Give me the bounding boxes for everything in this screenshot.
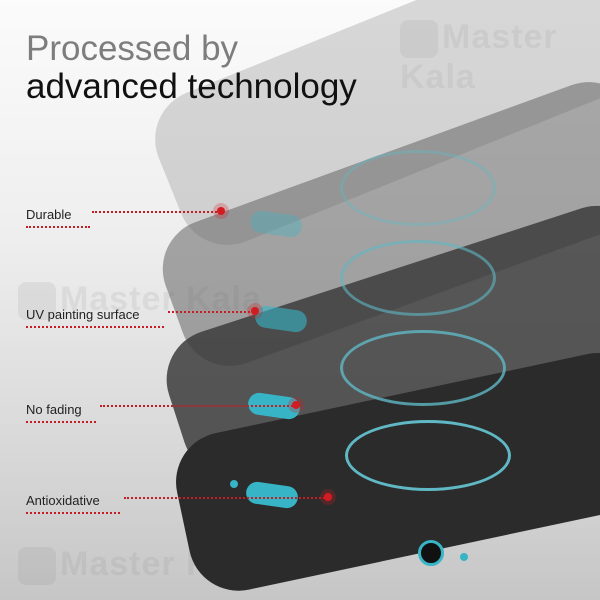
callout-line <box>26 226 90 228</box>
headline: Processed by advanced technology <box>26 30 357 106</box>
callout-dot <box>292 401 300 409</box>
headline-line-2: advanced technology <box>26 67 357 106</box>
charging-port <box>418 540 444 566</box>
watermark: Master Kala <box>400 18 558 97</box>
callout-line <box>26 512 120 514</box>
callout-label: UV painting surface <box>26 307 140 322</box>
callout-line <box>26 421 96 423</box>
callout-line <box>100 405 296 407</box>
callout-label: Durable <box>26 207 72 222</box>
mic-hole <box>230 480 238 488</box>
callout-line <box>168 311 254 313</box>
camera-ring <box>340 150 496 226</box>
camera-ring <box>340 240 496 316</box>
headline-line-1: Processed by <box>26 29 239 68</box>
callout-label: Antioxidative <box>26 493 100 508</box>
callout-dot <box>251 307 259 315</box>
callout-line <box>124 497 328 499</box>
callout-line <box>92 211 220 213</box>
camera-ring <box>340 330 506 406</box>
callout-dot <box>217 207 225 215</box>
callout-label: No fading <box>26 402 82 417</box>
mic-hole <box>460 553 468 561</box>
callout-line <box>26 326 164 328</box>
callout-dot <box>324 493 332 501</box>
camera-ring <box>345 420 511 491</box>
